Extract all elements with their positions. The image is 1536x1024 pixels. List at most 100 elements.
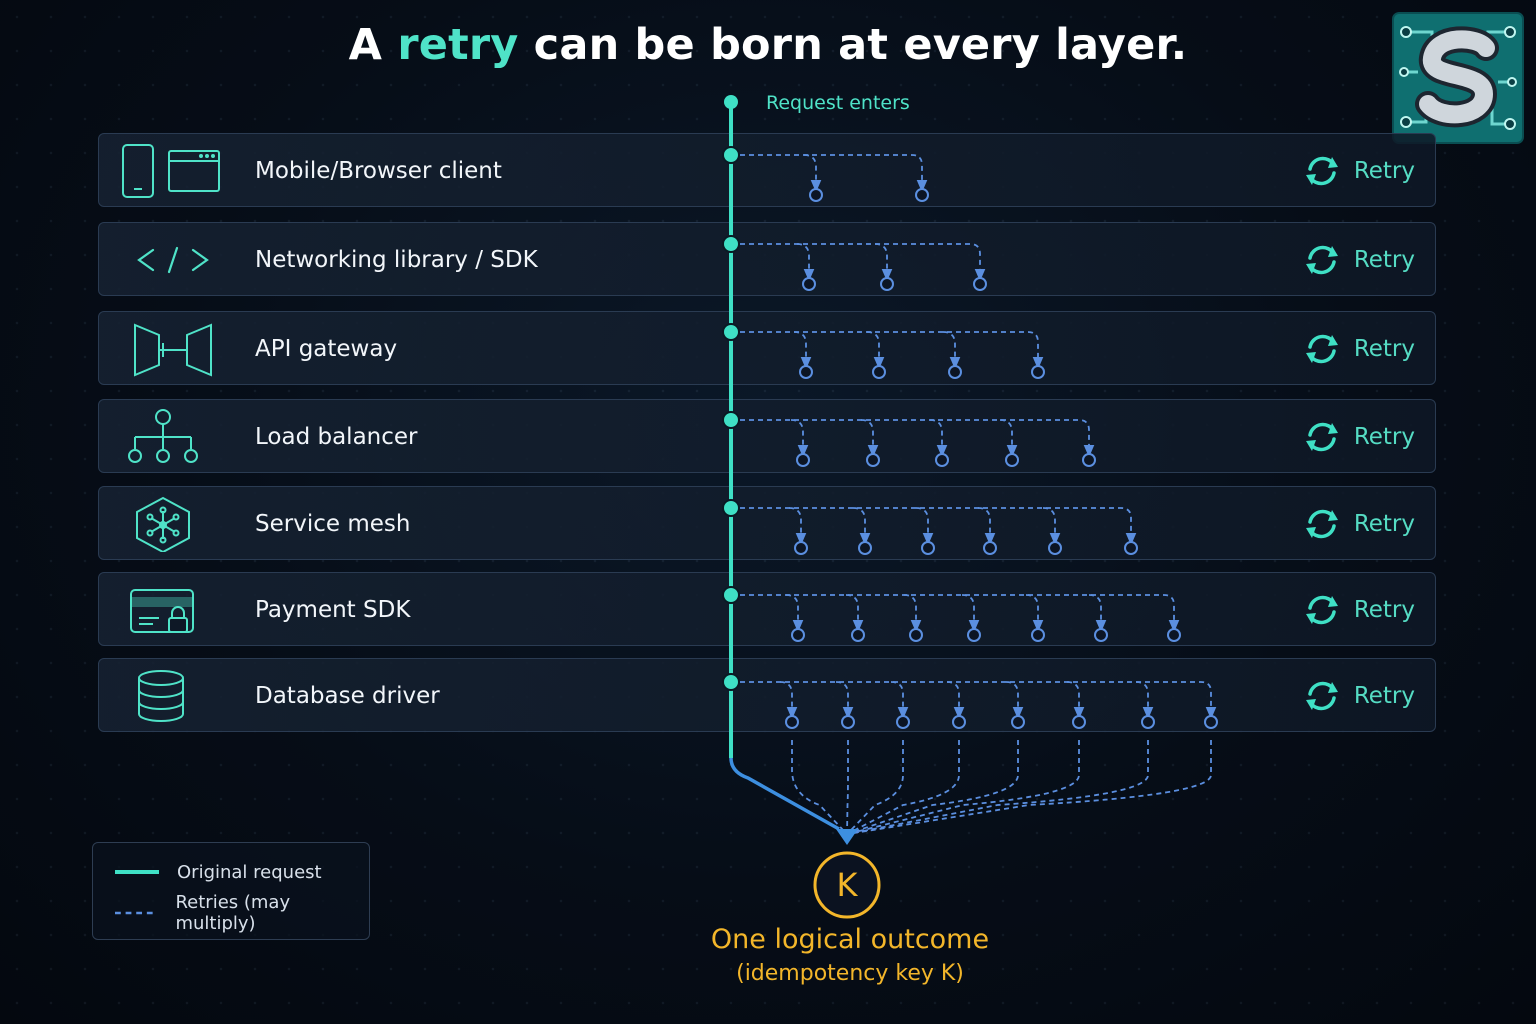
request-enters-label: Request enters [766,92,910,114]
retry-drop-line [790,419,809,458]
card-lock-icon [130,589,194,633]
retry-drop-line [788,507,807,546]
page-title: A retry can be born at every layer. [348,20,1188,70]
retry-cycle-icon [1305,681,1338,711]
legend-dashed-line-swatch [115,911,158,915]
gateway-icon [134,323,212,377]
retry-indicator: Retry [1302,676,1415,716]
retry-converge-line [851,740,1080,834]
retry-node [785,715,799,729]
legend-original-label: Original request [177,861,322,883]
original-request-to-outcome [729,757,840,831]
retry-node [1167,628,1181,642]
retry-node [1048,541,1062,555]
legend-solid-line-swatch [115,870,159,874]
retry-drop-line [903,594,922,633]
retry-drop-line [852,507,871,546]
retry-indicator: Retry [1302,504,1415,544]
retry-node [915,188,929,202]
retry-drop-line [1066,681,1085,720]
retry-cycle-icon [1305,422,1338,452]
retry-drop-line [803,154,822,193]
layer-junction-node [722,499,740,517]
retry-branch-line [731,507,1137,546]
retry-drop-line [999,419,1018,458]
retry-indicator: Retry [1302,240,1415,280]
retry-node [973,277,987,291]
retry-node [1124,541,1138,555]
retry-drop-line [845,594,864,633]
key-letter: K [837,866,859,904]
legend: Original request Retries (may multiply) [92,842,370,940]
retry-node [866,453,880,467]
retry-indicator: Retry [1302,417,1415,457]
retry-node [1141,715,1155,729]
retry-node [851,628,865,642]
retry-node [858,541,872,555]
hierarchy-icon [128,409,198,463]
layer-label: Load balancer [255,424,418,450]
retry-converge-line [852,740,1149,834]
layer-label: Networking library / SDK [255,247,538,273]
retry-drop-line [1025,594,1044,633]
retry-branch-line [731,154,928,193]
layer-junction-node [722,235,740,253]
retry-drop-line [1005,681,1024,720]
retry-drop-line [1088,594,1107,633]
retry-node [880,277,894,291]
retry-node [909,628,923,642]
retry-node [799,365,813,379]
retry-converge-line [791,740,847,834]
retry-node [841,715,855,729]
layer-junction-node [722,323,740,341]
retry-cycle-icon [1305,245,1338,275]
layer-junction-node [722,673,740,691]
retry-indicator: Retry [1302,590,1415,630]
retry-drop-line [946,681,965,720]
retry-drop-line [796,243,815,282]
retry-label: Retry [1353,247,1415,273]
retry-label: Retry [1353,511,1415,537]
layer-junction-node [722,146,740,164]
retry-drop-line [860,419,879,458]
retry-drop-line [779,681,798,720]
layer-label: Mobile/Browser client [255,158,502,184]
retry-label: Retry [1353,424,1415,450]
layer-junction-node [722,586,740,604]
retry-node [794,541,808,555]
retry-node [1204,715,1218,729]
retry-indicator: Retry [1302,329,1415,369]
retry-drop-line [1042,507,1061,546]
layer-row: Service mesh Retry [98,486,1436,560]
code-icon [137,246,209,274]
retry-label: Retry [1353,158,1415,184]
retry-drop-line [785,594,804,633]
layer-row: Mobile/Browser client Retry [98,133,1436,207]
retry-label: Retry [1353,336,1415,362]
retry-cycle-icon [1305,156,1338,186]
retry-cycle-icon [1305,595,1338,625]
retry-cycle-icon [1305,509,1338,539]
retry-node [952,715,966,729]
retry-node [872,365,886,379]
database-icon [138,670,184,722]
retry-node [809,188,823,202]
entry-node [724,95,738,109]
title-highlight: retry [397,20,519,70]
retry-label: Retry [1353,597,1415,623]
idempotency-key-badge: K [813,851,881,919]
retry-drop-line [793,331,812,370]
retry-node [1011,715,1025,729]
layer-junction-node [722,411,740,429]
outcome-title: One logical outcome [710,924,990,955]
retry-node [967,628,981,642]
retry-drop-line [835,681,854,720]
retry-node [983,541,997,555]
retry-drop-line [890,681,909,720]
retry-branch-line [731,681,1217,720]
retry-node [896,715,910,729]
outcome-arrowhead [836,829,858,845]
layer-label: Database driver [255,683,440,709]
retry-converge-line [847,740,904,834]
